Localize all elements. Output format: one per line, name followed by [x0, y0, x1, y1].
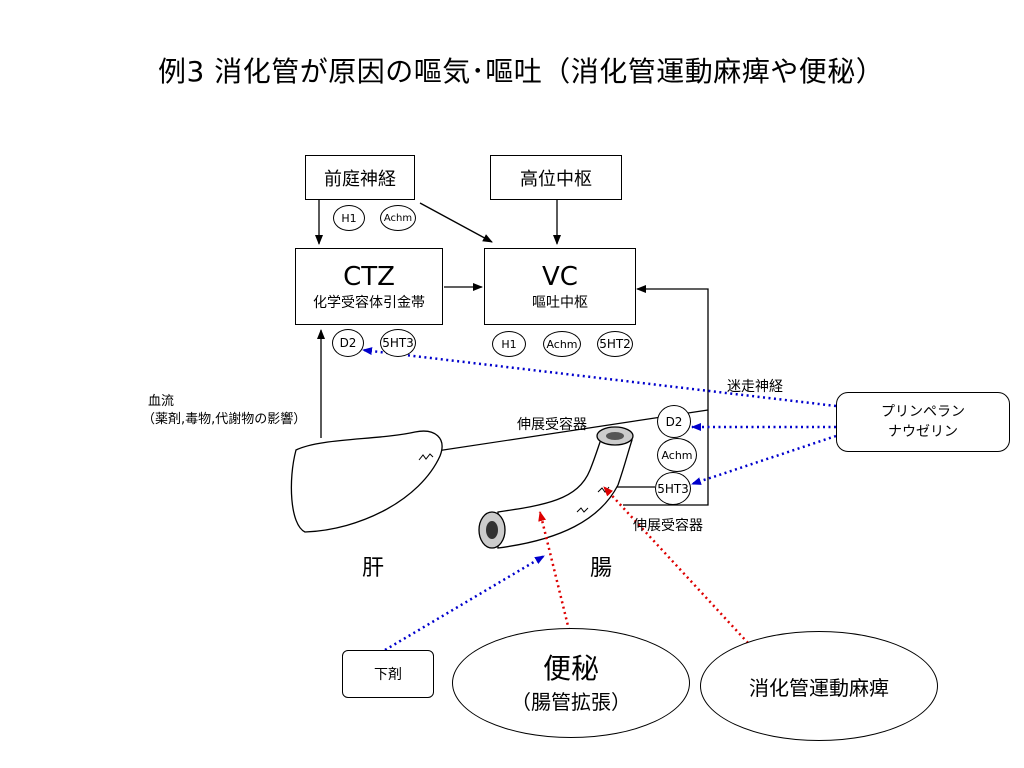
laxative-box: 下剤 — [342, 650, 434, 698]
d2-receptor-ctz: D2 — [332, 329, 364, 357]
intestinal-dilation-label: （腸管拡張） — [511, 689, 631, 714]
liver-label: 肝 — [362, 556, 385, 581]
drug-name-nauzelin: ナウゼリン — [888, 424, 958, 440]
vestibular-nerve-label: 前庭神経 — [324, 168, 396, 190]
drug-name-primperan: プリンペラン — [881, 404, 965, 420]
liver-nerve-ending — [418, 453, 434, 461]
h1-receptor-vc: H1 — [492, 331, 526, 357]
intestine-label: 腸 — [590, 556, 613, 581]
vagus-path — [623, 285, 709, 506]
arrow-paralysis-to-intestine — [603, 486, 749, 644]
arrow-drug-to-ctz-d2 — [362, 347, 837, 408]
vc-subtitle: 嘔吐中枢 — [532, 294, 588, 311]
intestine-nerve-ending-2 — [576, 507, 589, 513]
vagus-nerve-label: 迷走神経 — [727, 379, 783, 395]
blood-flow-label: 血流 — [148, 394, 175, 409]
arrow-constipation-to-intestine — [538, 511, 571, 631]
constipation-ellipse: 便秘 （腸管拡張） — [452, 628, 690, 738]
vc-title: VC — [542, 261, 578, 292]
higher-center-box: 高位中枢 — [490, 155, 622, 200]
intestine-end-hole — [486, 521, 498, 539]
antiemetic-drug-box: プリンペラン ナウゼリン — [836, 392, 1010, 452]
ctz-title: CTZ — [343, 261, 395, 292]
h1-receptor-vestibular: H1 — [333, 205, 365, 231]
5ht3-receptor-ctz: 5HT3 — [380, 329, 416, 357]
motility-paralysis-ellipse: 消化管運動麻痺 — [700, 631, 938, 741]
ctz-subtitle: 化学受容体引金帯 — [313, 294, 425, 311]
d2-receptor-gut: D2 — [657, 405, 691, 438]
vestibular-nerve-box: 前庭神経 — [305, 155, 415, 200]
liver-shape — [290, 430, 443, 533]
intestine-top-hole — [606, 432, 624, 440]
stretch-receptor-label-top: 伸展受容器 — [517, 417, 587, 433]
achm-receptor-gut: Achm — [657, 438, 697, 472]
vc-box: VC 嘔吐中枢 — [484, 248, 636, 325]
5ht3-receptor-gut: 5HT3 — [655, 472, 691, 505]
stretch-receptor-label-bottom: 伸展受容器 — [633, 518, 703, 534]
achm-receptor-vestibular: Achm — [380, 205, 416, 231]
intestine-tube — [497, 431, 633, 549]
arrow-vestibular-to-vc — [419, 202, 493, 243]
higher-center-label: 高位中枢 — [520, 168, 592, 190]
motility-paralysis-label: 消化管運動麻痺 — [749, 675, 889, 700]
constipation-label: 便秘 — [542, 651, 599, 685]
achm-receptor-vc: Achm — [543, 331, 581, 357]
5ht2-receptor-vc: 5HT2 — [597, 331, 633, 357]
page-title: 例3 消化管が原因の嘔気･嘔吐（消化管運動麻痺や便秘） — [158, 55, 885, 88]
arrow-drug-to-5ht3 — [691, 434, 837, 486]
blood-flow-detail-label: （薬剤,毒物,代謝物の影響） — [142, 412, 307, 427]
ctz-box: CTZ 化学受容体引金帯 — [295, 248, 443, 325]
laxative-label: 下剤 — [374, 667, 402, 683]
